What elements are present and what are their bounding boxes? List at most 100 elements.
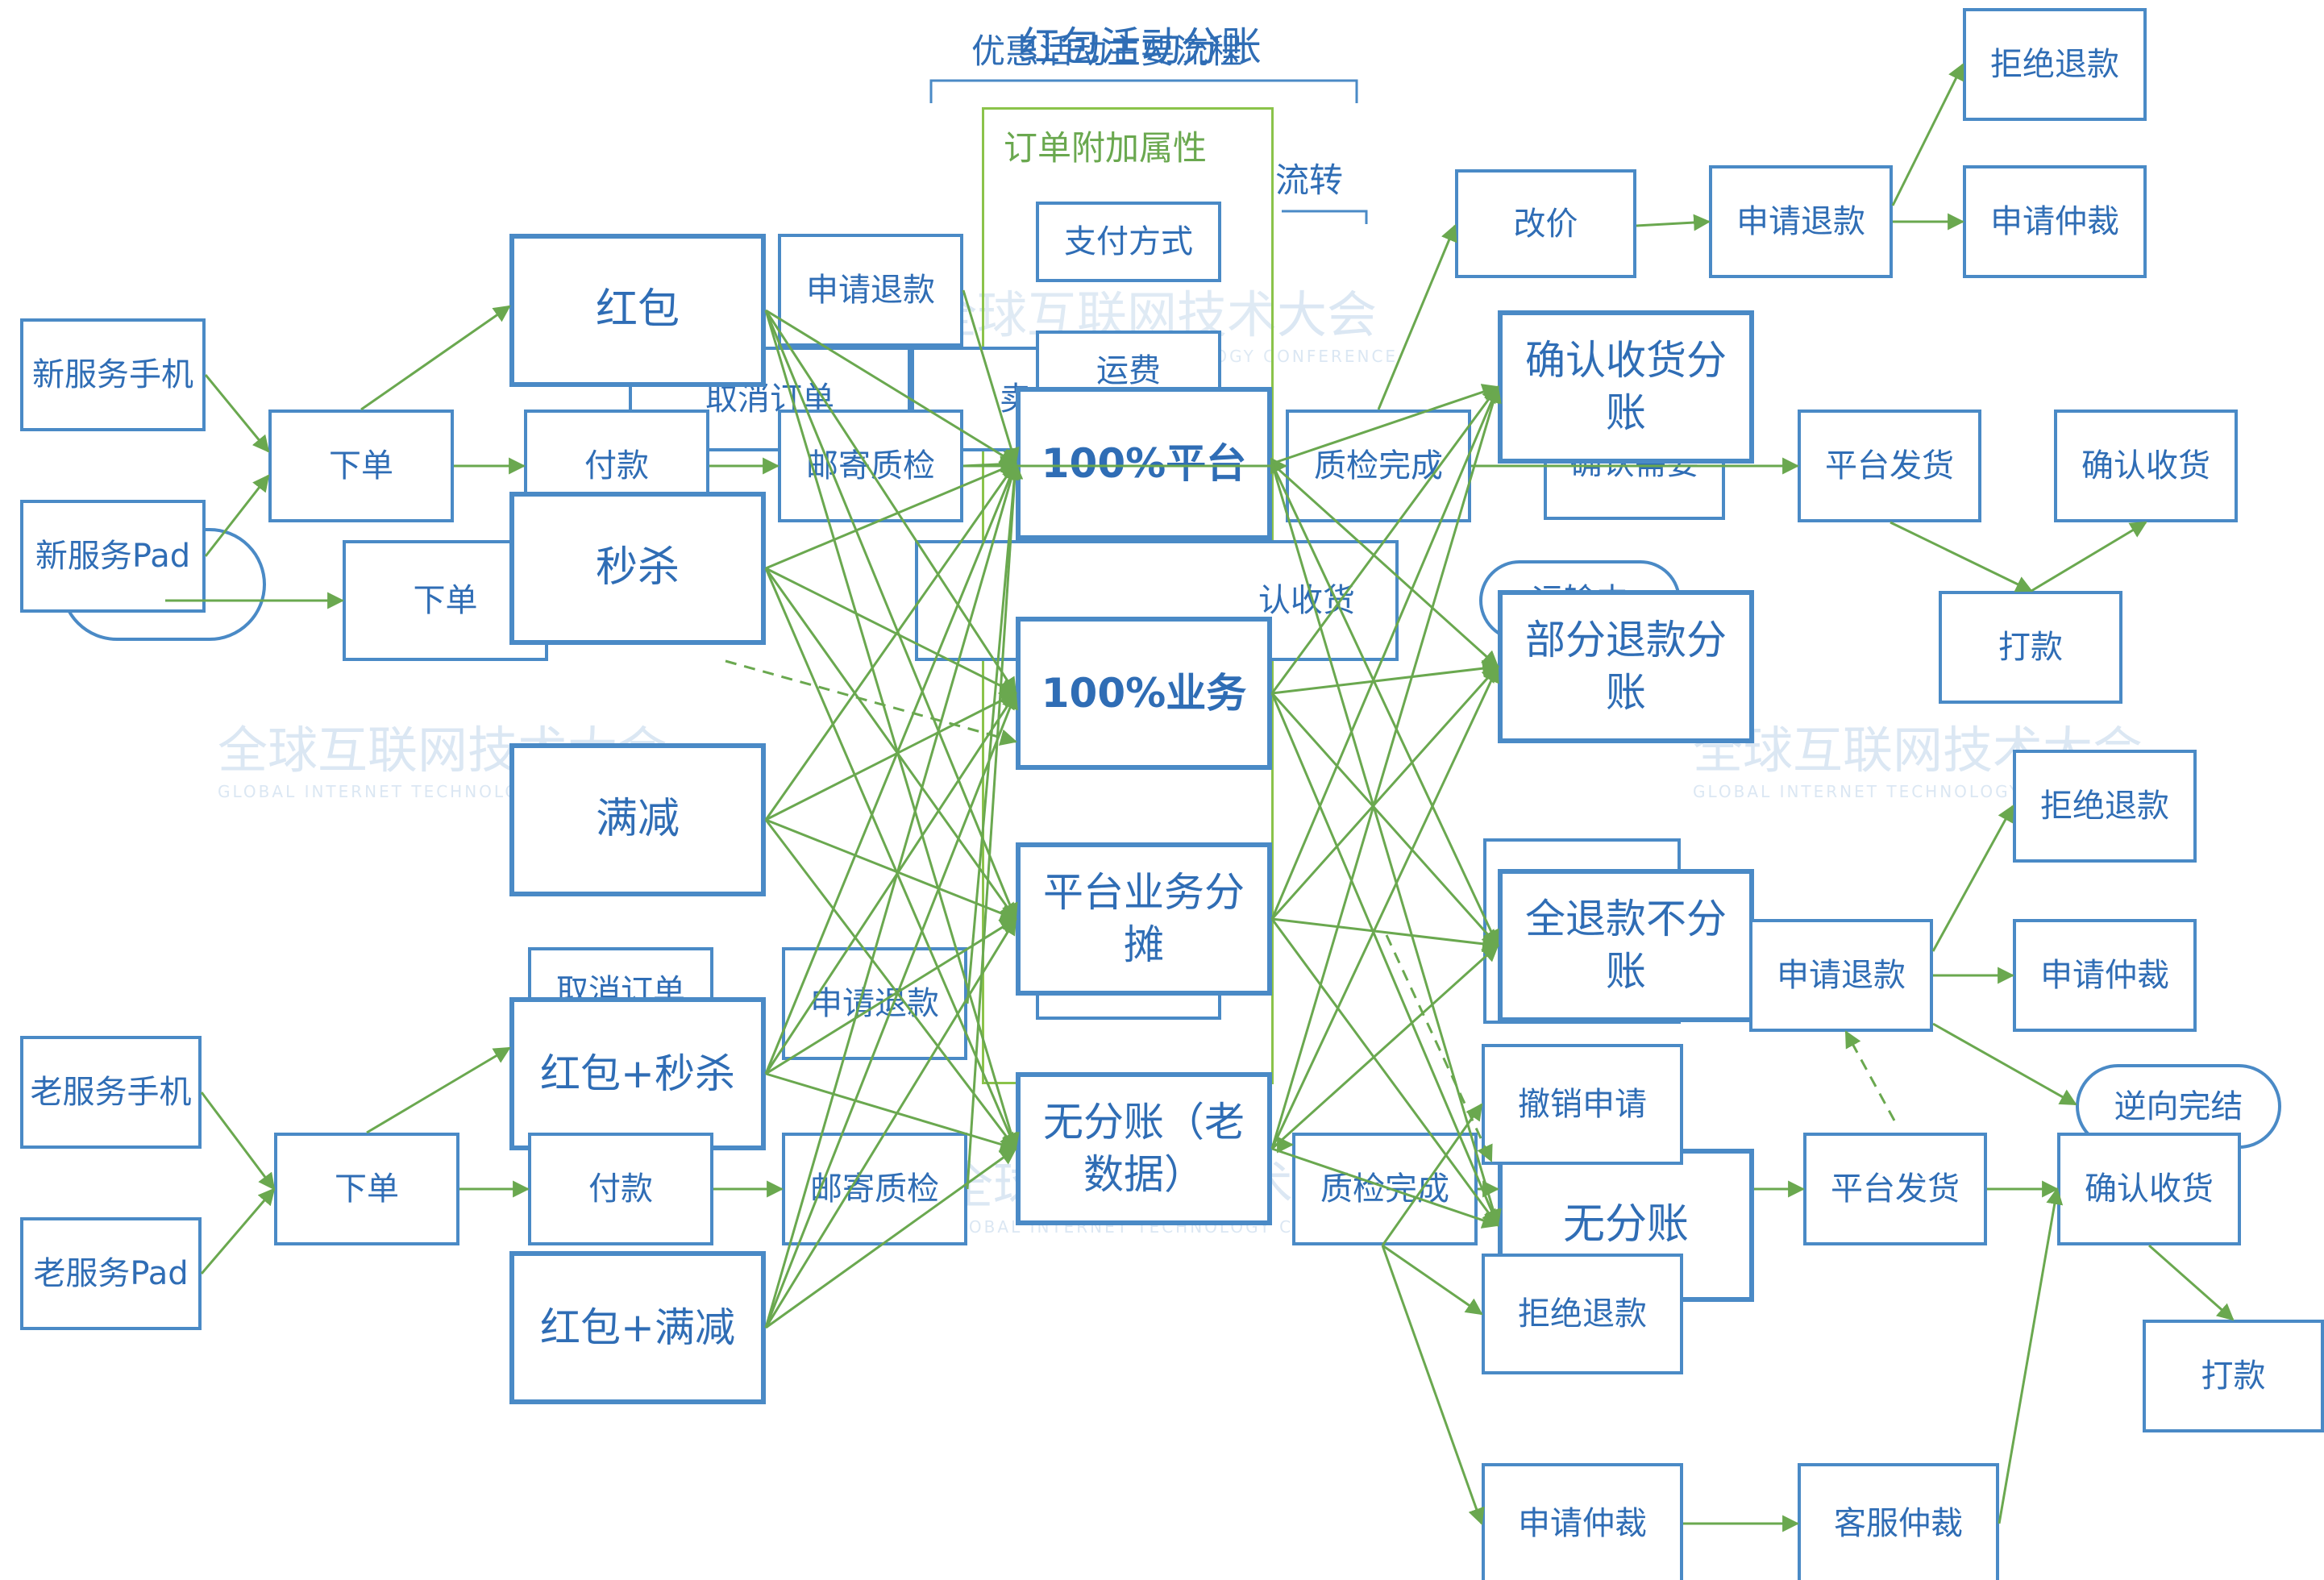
promo-red-packet-node[interactable]: 红包 bbox=[509, 234, 766, 387]
outcome-full-refund-no-split-node[interactable]: 全退款不分账 bbox=[1498, 869, 1754, 1022]
old-service-phone-node[interactable]: 老服务手机 bbox=[20, 1036, 202, 1149]
connector-arrow bbox=[2031, 521, 2147, 592]
promo-red-discount-node[interactable]: 红包+满减 bbox=[509, 1251, 766, 1404]
connector-arrow bbox=[764, 568, 1017, 921]
split-business-node[interactable]: 100%业务 bbox=[1016, 617, 1272, 770]
connector-arrow bbox=[966, 461, 1023, 1004]
connector-arrow bbox=[1270, 944, 1499, 1150]
connector-arrow bbox=[1270, 463, 1502, 1228]
customer-service-arbitration-node[interactable]: 客服仲裁 bbox=[1798, 1463, 1999, 1580]
connector-arrow bbox=[1271, 917, 1500, 953]
new-order-node[interactable]: 下单 bbox=[268, 410, 454, 522]
new-ship-inspect-node[interactable]: 邮寄质检 bbox=[778, 410, 963, 522]
connector-arrow bbox=[765, 1147, 1017, 1329]
new-platform-ship-node[interactable]: 平台发货 bbox=[1798, 410, 1981, 522]
connector-arrow bbox=[1270, 385, 1500, 920]
promo-red-flash-node[interactable]: 红包+秒杀 bbox=[509, 997, 766, 1150]
connector-arrow bbox=[765, 567, 1017, 695]
connector-arrow bbox=[1844, 1030, 1896, 1121]
connector-arrow bbox=[765, 1072, 1018, 1153]
old-service-pad-node[interactable]: 老服务Pad bbox=[20, 1217, 202, 1330]
connector-arrow bbox=[1270, 692, 1500, 1227]
connector-arrow bbox=[360, 305, 511, 411]
connector-arrow bbox=[1270, 385, 1499, 694]
connector-arrow bbox=[200, 1187, 276, 1274]
connector-arrow bbox=[764, 462, 1017, 821]
old-arbitration-mid-node[interactable]: 申请仲裁 bbox=[1482, 1463, 1683, 1580]
old-right-refund-request-node[interactable]: 申请退款 bbox=[1749, 919, 1933, 1032]
connector-arrow bbox=[764, 692, 1017, 1075]
outcome-partial-refund-split-node[interactable]: 部分退款分账 bbox=[1498, 590, 1754, 743]
connector-arrow bbox=[764, 462, 1018, 1075]
connector-arrow bbox=[1891, 63, 1964, 206]
connector-arrow bbox=[764, 310, 1020, 1151]
connector-arrow bbox=[200, 1091, 276, 1191]
connector-arrow bbox=[1270, 918, 1499, 1227]
connector-arrow bbox=[962, 289, 1020, 466]
connector-arrow bbox=[764, 310, 1017, 695]
old-ship-inspect-node[interactable]: 邮寄质检 bbox=[782, 1133, 967, 1245]
connector-arrow bbox=[1381, 1103, 1483, 1246]
old-platform-ship-node[interactable]: 平台发货 bbox=[1803, 1133, 1987, 1245]
diagram-subtitle: 优惠活动主要流程 bbox=[971, 31, 1243, 71]
connector-arrow bbox=[1271, 659, 1500, 695]
new-reject-refund-node[interactable]: 拒绝退款 bbox=[1963, 8, 2147, 121]
connector-arrow bbox=[1998, 1187, 2064, 1524]
connector-arrow bbox=[1932, 1022, 2077, 1106]
connector-arrow bbox=[765, 692, 1017, 821]
connector-arrow bbox=[1270, 665, 1499, 1150]
diagram-title: 红包活动分账 bbox=[1020, 23, 1262, 70]
connector-arrow bbox=[204, 474, 270, 557]
connector-arrow bbox=[764, 461, 1020, 1328]
connector-arrow bbox=[765, 818, 1017, 921]
attr-payment-method[interactable]: 支付方式 bbox=[1036, 202, 1221, 282]
connector-arrow bbox=[1270, 385, 1502, 1150]
connector-arrow bbox=[765, 917, 1017, 1075]
new-confirm-receipt-node[interactable]: 确认收货 bbox=[2054, 410, 2238, 522]
new-service-phone-node[interactable]: 新服务手机 bbox=[20, 318, 206, 431]
connector-arrow bbox=[1382, 1244, 1483, 1316]
connector-arrow bbox=[966, 461, 1024, 1190]
connector-arrow bbox=[725, 659, 1018, 746]
connector-arrow bbox=[1377, 224, 1457, 410]
old-payout-node[interactable]: 打款 bbox=[2143, 1320, 2324, 1432]
old-reject-refund-node[interactable]: 拒绝退款 bbox=[2013, 750, 2197, 863]
connector-arrow bbox=[1890, 521, 2033, 592]
new-arbitration-node[interactable]: 申请仲裁 bbox=[1963, 165, 2147, 278]
new-service-pad-node[interactable]: 新服务Pad bbox=[20, 500, 206, 613]
promo-discount-node[interactable]: 满减 bbox=[509, 743, 766, 896]
split-none-old-node[interactable]: 无分账（老数据） bbox=[1016, 1072, 1272, 1225]
connector-arrow bbox=[1271, 384, 1499, 465]
new-refund-request-node[interactable]: 申请退款 bbox=[778, 234, 963, 347]
connector-arrow bbox=[204, 374, 270, 453]
new-payout-node[interactable]: 打款 bbox=[1939, 591, 2122, 704]
split-platform-node[interactable]: 100%平台 bbox=[1016, 387, 1272, 540]
connector-arrow bbox=[764, 692, 1018, 1328]
connector-arrow bbox=[2148, 1244, 2235, 1321]
connector-arrow bbox=[366, 1046, 511, 1134]
connector-arrow bbox=[1270, 462, 1499, 668]
connector-arrow bbox=[764, 917, 1017, 1328]
old-confirm-receipt-node[interactable]: 确认收货 bbox=[2057, 1133, 2241, 1245]
promo-flash-sale-node[interactable]: 秒杀 bbox=[509, 492, 766, 645]
old-revoke-request-node[interactable]: 撤销申请 bbox=[1482, 1044, 1683, 1165]
flow-label: 流转 bbox=[1275, 160, 1344, 200]
split-shared-node[interactable]: 平台业务分摊 bbox=[1016, 842, 1272, 996]
connector-arrow bbox=[1270, 692, 1499, 947]
cancel-order-node[interactable]: 取消订单 bbox=[629, 347, 911, 451]
connector-arrow bbox=[764, 568, 1018, 1150]
connector-arrow bbox=[1931, 805, 2014, 952]
connector-arrow bbox=[1636, 214, 1711, 231]
old-reject-refund-mid-node[interactable]: 拒绝退款 bbox=[1482, 1254, 1683, 1374]
connector-arrow bbox=[765, 309, 1017, 465]
connector-arrow bbox=[1271, 1147, 1499, 1229]
old-arbitration-node[interactable]: 申请仲裁 bbox=[2013, 919, 2197, 1032]
connector-arrow bbox=[1381, 1245, 1485, 1525]
old-order-node[interactable]: 下单 bbox=[274, 1133, 459, 1245]
attributes-panel-title: 订单附加属性 bbox=[1004, 128, 1208, 168]
change-price-node[interactable]: 改价 bbox=[1455, 169, 1636, 278]
connector-arrow bbox=[764, 310, 1018, 921]
connector-arrow bbox=[1270, 665, 1499, 921]
